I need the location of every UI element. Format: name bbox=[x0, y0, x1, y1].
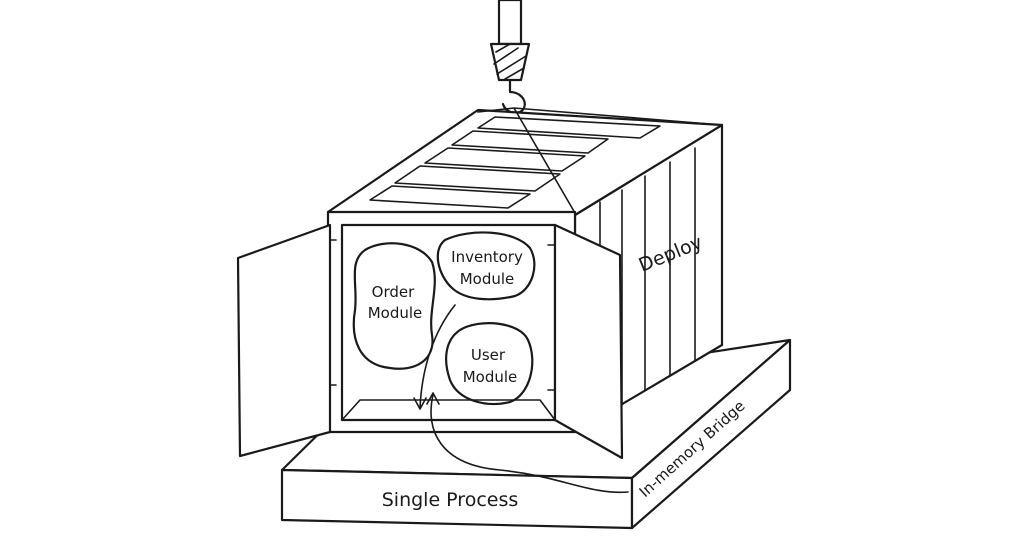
right-door bbox=[547, 223, 624, 460]
roof-slats bbox=[369, 116, 661, 209]
user-module-label-2: Module bbox=[463, 368, 518, 386]
order-module-label-2: Module bbox=[368, 304, 423, 322]
inventory-module: Inventory Module bbox=[436, 231, 536, 301]
user-module-label-1: User bbox=[471, 346, 506, 364]
bridge-arrows bbox=[413, 304, 629, 494]
crane-hook-icon bbox=[489, 0, 531, 114]
crane-cables bbox=[477, 107, 723, 214]
inventory-module-label-2: Module bbox=[460, 270, 515, 288]
single-process-label: Single Process bbox=[382, 489, 519, 511]
user-module: User Module bbox=[445, 322, 534, 406]
shipping-container bbox=[326, 108, 724, 434]
inventory-module-label-1: Inventory bbox=[451, 248, 523, 266]
order-module-label-1: Order bbox=[372, 283, 415, 301]
left-door bbox=[236, 223, 337, 458]
order-module: Order Module bbox=[352, 242, 436, 370]
